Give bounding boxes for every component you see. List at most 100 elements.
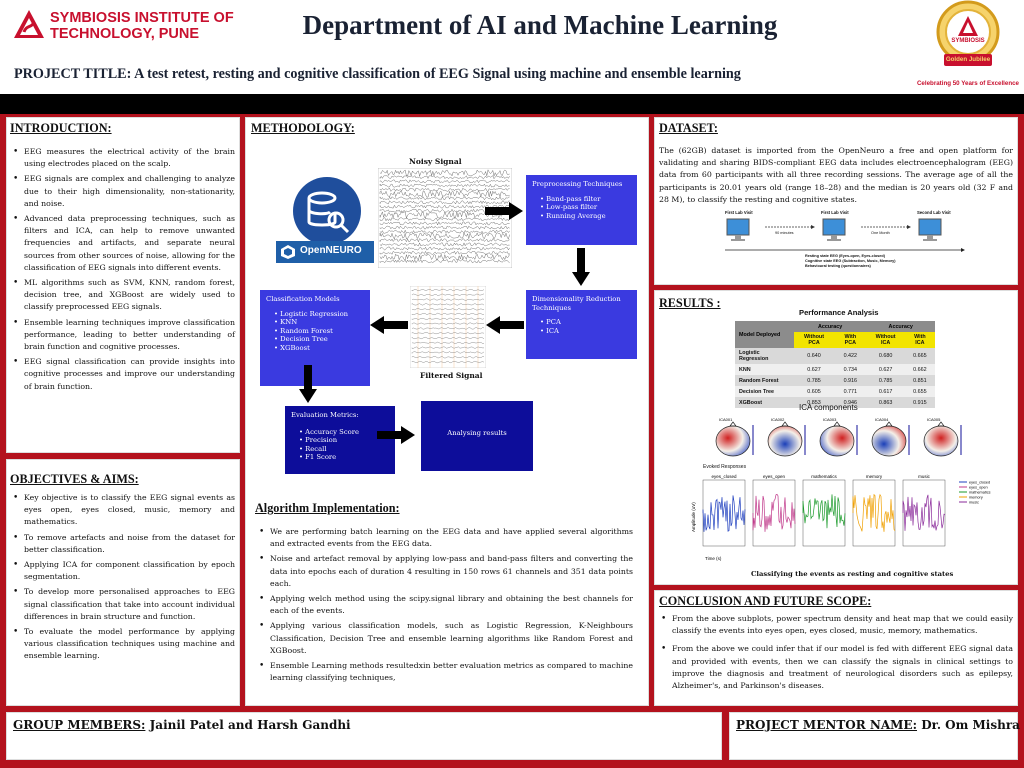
eeg-trace xyxy=(411,322,484,325)
filtered-signal-plot xyxy=(410,286,486,368)
symbiosis-emblem-icon xyxy=(14,10,44,38)
mentor-line: PROJECT MENTOR NAME: Dr. Om Mishra xyxy=(736,718,1020,732)
model-name: KNN xyxy=(739,366,751,373)
analysing-results-label: Analysing results xyxy=(447,429,507,437)
introduction-title: INTRODUCTION: xyxy=(10,121,112,135)
classification-models-box: Classification Models Logistic Regressio… xyxy=(260,290,370,386)
table-cell: 0.785 xyxy=(807,377,821,384)
objective-item: Key objective is to classify the EEG sig… xyxy=(11,492,235,529)
noisy-signal-plot xyxy=(378,168,512,268)
colorbar xyxy=(908,425,910,455)
eeg-trace xyxy=(411,360,485,364)
analysing-results-box: Analysing results xyxy=(421,401,533,471)
visit-label: First Lab Visit xyxy=(725,210,753,215)
algorithm-item: Noise and artefact removal by applying l… xyxy=(257,553,633,590)
gap-label: 90 minutes xyxy=(775,231,794,235)
eeg-trace xyxy=(411,293,485,296)
table-subheader: With ICA xyxy=(904,332,935,348)
institute-logo: SYMBIOSIS INSTITUTE OF TECHNOLOGY, PUNE xyxy=(12,8,234,50)
algorithm-title: Algorithm Implementation: xyxy=(255,501,400,515)
classification-item: KNN xyxy=(274,318,364,327)
group-members-names: Jainil Patel and Harsh Gandhi xyxy=(149,718,351,732)
conclusion-item: From the above we could infer that if ou… xyxy=(659,643,1013,692)
algorithm-list: We are performing batch learning on the … xyxy=(257,526,633,687)
table-subheader: With PCA xyxy=(834,332,867,348)
head-outline xyxy=(871,425,907,457)
introduction-item: Advanced data preprocessing techniques, … xyxy=(11,213,235,274)
eeg-trace xyxy=(379,225,510,230)
jubilee-caption: Celebrating 50 Years of Excellence xyxy=(916,80,1020,87)
eeg-trace xyxy=(411,327,485,330)
table-row: Logistic Regression 0.640 0.422 0.680 0.… xyxy=(735,348,935,364)
eeg-trace xyxy=(379,232,510,240)
objective-item: To remove artefacts and noise from the d… xyxy=(11,532,235,556)
objective-item: Applying ICA for component classificatio… xyxy=(11,559,235,583)
gap-label: One Month xyxy=(871,231,890,235)
model-name: Logistic Regression xyxy=(739,350,769,362)
x-axis-label: Time (s) xyxy=(705,556,722,561)
table-header-accuracy: Accuracy xyxy=(793,321,867,332)
mentor-label: PROJECT MENTOR NAME: xyxy=(736,718,918,732)
eeg-trace xyxy=(411,312,484,315)
eeg-trace xyxy=(379,246,510,251)
table-subheader: Without ICA xyxy=(866,332,905,348)
results-title: RESULTS : xyxy=(659,296,721,310)
performance-table: Model Deployed Accuracy Accuracy Without… xyxy=(735,321,935,408)
eeg-trace xyxy=(379,238,510,243)
table-row: KNN 0.627 0.734 0.627 0.662 xyxy=(735,364,935,375)
table-cell: 0.640 xyxy=(807,353,821,359)
model-name: Decision Tree xyxy=(739,388,775,395)
table-row: Decision Tree 0.605 0.771 0.617 0.655 xyxy=(735,386,935,397)
jubilee-ribbon: Golden Jubilee xyxy=(945,56,991,63)
eeg-trace xyxy=(379,187,510,192)
introduction-item: EEG signal classification can provide in… xyxy=(11,356,235,393)
evaluation-item: Recall xyxy=(299,445,389,454)
dataset-panel: DATASET: The (62GB) dataset is imported … xyxy=(654,117,1018,285)
eeg-trace xyxy=(411,336,485,340)
legend-item: Behavioural testing (questionnaires) xyxy=(805,264,871,268)
eeg-trace xyxy=(379,253,510,261)
model-name: Random Forest xyxy=(739,377,779,384)
table-cell: 0.946 xyxy=(843,399,858,406)
plot-frame xyxy=(410,286,486,368)
table-row: Random Forest 0.785 0.916 0.785 0.851 xyxy=(735,375,935,386)
evaluation-title: Evaluation Metrics: xyxy=(291,411,359,419)
table-cell: 0.655 xyxy=(913,388,927,395)
legend-item: Resting state EEG (Eyes-open, Eyes-close… xyxy=(805,254,885,258)
classification-title: Classification Models xyxy=(266,295,340,303)
evoked-subplot: eyes_open xyxy=(752,474,796,547)
department-title: Department of AI and Machine Learning xyxy=(302,10,778,40)
golden-jubilee-logo: SYMBIOSIS Golden Jubilee Celebrating 50 … xyxy=(912,0,1024,92)
performance-table-title: Performance Analysis xyxy=(799,308,879,317)
head-outline xyxy=(819,425,855,457)
header-divider-band xyxy=(0,94,1024,114)
table-cell: 0.617 xyxy=(878,388,893,395)
arrow-down-icon xyxy=(299,365,317,403)
introduction-item: EEG signals are complex and challenging … xyxy=(11,173,235,210)
legend-label: music xyxy=(969,501,979,505)
preprocessing-item: Running Average xyxy=(540,212,631,221)
event-title: mathematics xyxy=(811,474,837,479)
introduction-item: Ensemble learning techniques improve cla… xyxy=(11,317,235,354)
table-cell: 0.916 xyxy=(843,377,858,384)
head-outline xyxy=(923,425,959,457)
conclusion-panel: CONCLUSION AND FUTURE SCOPE: From the ab… xyxy=(654,590,1018,706)
dataset-timeline: First Lab Visit First Lab Visit Second L… xyxy=(725,210,965,272)
database-search-icon xyxy=(293,177,361,245)
conclusion-list: From the above subplots, power spectrum … xyxy=(659,613,1013,695)
filtered-signal-label: Filtered Signal xyxy=(420,371,483,380)
table-cell: 0.627 xyxy=(878,366,893,373)
ica-components-title: ICA components xyxy=(799,403,858,412)
results-caption: Classifying the events as resting and co… xyxy=(751,570,954,578)
ica-label: ICA004 xyxy=(875,417,889,422)
project-title: PROJECT TITLE: A test retest, resting an… xyxy=(14,66,741,82)
algorithm-item: Applying various classification models, … xyxy=(257,620,633,657)
monitor-icon xyxy=(726,218,750,241)
methodology-title: METHODOLOGY: xyxy=(251,121,355,135)
group-members-panel: GROUP MEMBERS: Jainil Patel and Harsh Ga… xyxy=(6,712,722,760)
table-subheader: Without PCA xyxy=(793,332,835,348)
institute-line2: TECHNOLOGY, PUNE xyxy=(50,26,200,42)
eeg-trace xyxy=(379,179,510,184)
classification-item: XGBoost xyxy=(274,344,364,353)
legend-label: mathematics xyxy=(969,491,991,495)
